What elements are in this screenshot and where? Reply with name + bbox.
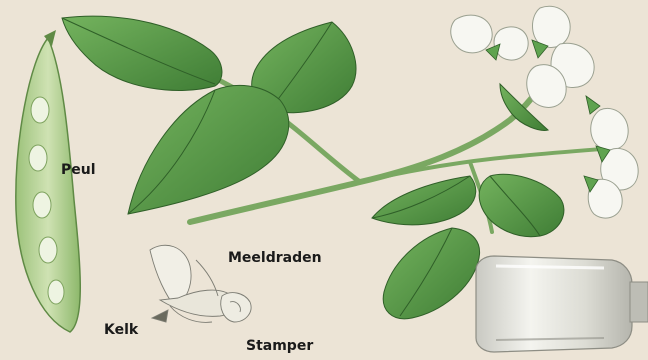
glass-vial-icon bbox=[476, 256, 648, 352]
label-meeldraden: Meeldraden bbox=[228, 250, 322, 266]
label-stamper: Stamper bbox=[246, 338, 313, 354]
label-kelk: Kelk bbox=[104, 322, 138, 338]
bean-pod-icon bbox=[16, 30, 80, 332]
label-peul: Peul bbox=[61, 162, 96, 178]
